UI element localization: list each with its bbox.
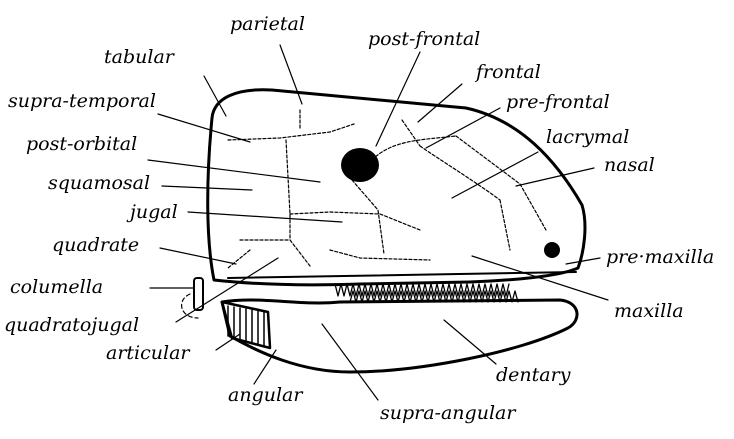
lower-jaw-outline (222, 300, 577, 372)
label-angular: angular (228, 386, 302, 405)
label-supra-angular: supra-angular (380, 404, 515, 423)
label-pre-frontal: pre-frontal (506, 93, 610, 112)
suture-lines (228, 110, 546, 268)
label-maxilla: maxilla (614, 302, 684, 321)
label-post-frontal: post-frontal (368, 30, 480, 49)
label-parietal: parietal (230, 15, 305, 34)
orbit (341, 148, 379, 182)
label-post-orbital: post-orbital (26, 135, 137, 154)
label-nasal: nasal (604, 156, 655, 175)
label-lacrymal: lacrymal (546, 128, 629, 147)
label-quadratojugal: quadratojugal (4, 316, 139, 335)
label-quadrate: quadrate (52, 236, 139, 255)
skull-outline (208, 90, 585, 285)
label-columella: columella (10, 278, 103, 297)
label-dentary: dentary (496, 366, 570, 385)
label-supra-temporal: supra-temporal (8, 92, 156, 111)
label-pre-maxilla: pre·maxilla (606, 248, 714, 267)
label-tabular: tabular (104, 48, 174, 67)
label-frontal: frontal (476, 63, 541, 82)
upper-teeth (335, 284, 509, 296)
label-jugal: jugal (130, 203, 178, 222)
nostril (544, 242, 560, 258)
label-articular: articular (106, 344, 190, 363)
label-squamosal: squamosal (48, 174, 150, 193)
